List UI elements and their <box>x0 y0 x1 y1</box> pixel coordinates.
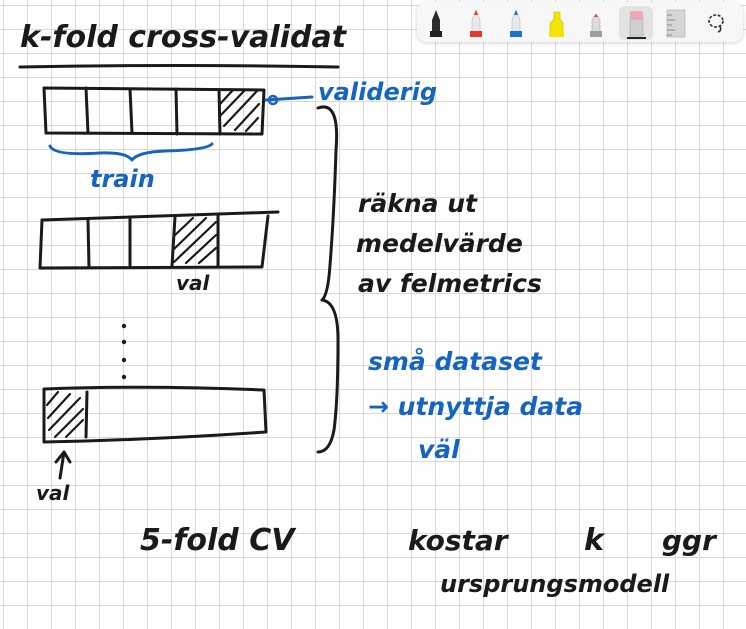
fold-row-k <box>42 385 268 444</box>
validation-hatch-1 <box>218 88 261 133</box>
blue-pen-icon <box>510 9 522 37</box>
ruler-tool[interactable] <box>659 6 693 40</box>
bottom-ursprungsmodell: ursprungsmodell <box>440 570 670 598</box>
eraser-icon <box>627 11 646 39</box>
train-brace <box>48 142 214 162</box>
validation-label: validerig <box>318 78 437 106</box>
bottom-k: k <box>584 523 606 558</box>
drawing-toolbar <box>417 2 743 42</box>
note-line-3: av felmetrics <box>358 269 542 298</box>
black-pen-icon <box>430 10 442 37</box>
ruler-icon <box>666 9 686 38</box>
note-line-2: medelvärde <box>356 229 523 258</box>
blue-note-line-3: väl <box>418 435 460 464</box>
pencil-icon <box>590 13 602 37</box>
blue-note-line-1: små dataset <box>368 347 543 376</box>
validation-hatch-2 <box>171 216 218 265</box>
bottom-kostar: kostar <box>408 524 510 557</box>
fold-row-1 <box>42 86 266 136</box>
ellipsis-dots <box>121 323 127 380</box>
bottom-ggr: ggr <box>662 524 718 557</box>
fold-row-2 <box>38 210 280 270</box>
title-text: k-fold cross-validat <box>20 20 348 55</box>
lasso-icon <box>708 14 724 33</box>
validation-hatch-k <box>45 390 85 439</box>
black-pen-tool[interactable] <box>419 6 453 40</box>
highlighter-tool[interactable] <box>539 6 573 40</box>
lasso-tool[interactable] <box>699 6 733 40</box>
red-pen-tool[interactable] <box>459 6 493 40</box>
highlighter-icon <box>549 11 564 37</box>
pencil-tool[interactable] <box>579 6 613 40</box>
validation-pointer <box>264 95 314 102</box>
title-underline <box>18 64 340 69</box>
curly-brace <box>316 105 340 454</box>
red-pen-icon <box>470 9 482 37</box>
bottom-5fold-cv: 5-fold CV <box>140 523 297 558</box>
val-label-2: val <box>176 271 211 295</box>
train-label: train <box>90 165 155 193</box>
blue-note-line-2: → utnyttja data <box>368 392 583 421</box>
val-label-k: val <box>36 481 71 505</box>
blue-pen-tool[interactable] <box>499 6 533 40</box>
eraser-tool[interactable] <box>619 6 653 40</box>
note-line-1: räkna ut <box>358 189 478 218</box>
val-arrow <box>58 450 66 480</box>
